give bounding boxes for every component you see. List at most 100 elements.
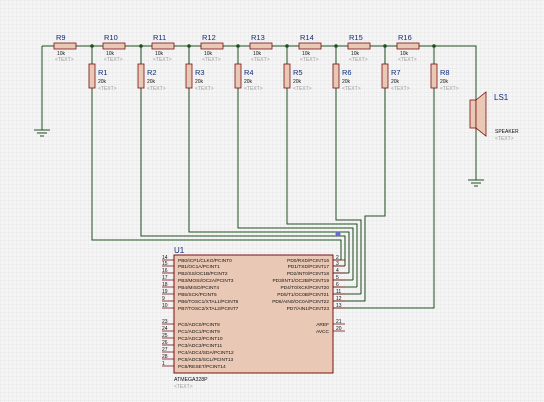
mcu-pin-name: PC2/ADC2/PCINT10 — [178, 336, 223, 342]
mcu-pin-number: 27 — [162, 347, 168, 353]
placeholder-r1: <TEXT> — [98, 86, 117, 92]
mcu-pin-number: 9 — [162, 296, 165, 302]
mcu-pin-name: PB1/OC1A/PCINT1 — [178, 264, 220, 270]
label-r8: R8 — [440, 68, 450, 77]
resistor-r7[interactable] — [381, 63, 389, 89]
placeholder-r14: <TEXT> — [300, 57, 319, 63]
label-r16: R16 — [398, 33, 412, 42]
placeholder-r8: <TEXT> — [440, 86, 459, 92]
label-r5: R5 — [293, 68, 303, 77]
speaker-type: SPEAKER — [495, 129, 519, 135]
ladder-wires — [91, 46, 435, 309]
speaker-ls1[interactable] — [469, 91, 487, 137]
mcu-pin-number: 2 — [336, 255, 339, 261]
ladder-values: 20k 20k 20k 20k 20k 20k 20k 20k — [98, 79, 449, 85]
value-r16: 10k — [400, 51, 409, 57]
label-r15: R15 — [349, 33, 363, 42]
mcu-pin-number: 25 — [162, 333, 168, 339]
resistor-r3[interactable] — [185, 63, 193, 89]
mcu-pin-name: PB4/MISO/PCINT4 — [178, 285, 219, 291]
label-r4: R4 — [244, 68, 254, 77]
mcu-pin-name: PD7/AIN1/PCINT23 — [287, 306, 330, 312]
resistor-r2[interactable] — [137, 63, 145, 89]
ladder-resistors — [88, 63, 438, 89]
mcu-pin-number: 5 — [336, 275, 339, 281]
mcu-part: ATMEGA328P — [174, 377, 208, 383]
mcu-pin-number: 19 — [162, 289, 168, 295]
resistor-r8[interactable] — [430, 63, 438, 89]
label-r13: R13 — [251, 33, 265, 42]
resistor-r1[interactable] — [88, 63, 96, 89]
mcu-pin-number: 1 — [162, 361, 165, 367]
mcu-pin-number: 26 — [162, 340, 168, 346]
mcu-pin-name: PB0/ICP1/CLKO/PCINT0 — [178, 258, 232, 264]
resistor-r4[interactable] — [234, 63, 242, 89]
value-r4: 20k — [244, 79, 253, 85]
placeholder-r5: <TEXT> — [293, 86, 312, 92]
label-r14: R14 — [300, 33, 314, 42]
value-r12: 10k — [204, 51, 213, 57]
mcu-pin-number: 16 — [162, 268, 168, 274]
mcu-pin-name: PB5/SCK/PCINT5 — [178, 292, 217, 298]
label-r7: R7 — [391, 68, 401, 77]
label-r3: R3 — [195, 68, 205, 77]
label-r10: R10 — [104, 33, 118, 42]
placeholder-r7: <TEXT> — [391, 86, 410, 92]
mcu-pin-number: 21 — [336, 319, 342, 325]
resistor-r16[interactable] — [396, 42, 420, 50]
mcu-pin-name: PB6/TOSC1/XTAL1/PCINT6 — [178, 299, 239, 305]
resistor-r11[interactable] — [151, 42, 175, 50]
mcu-pin-name: PC0/ADC0/PCINT8 — [178, 322, 220, 328]
placeholder-r10: <TEXT> — [104, 57, 123, 63]
mcu-pin-name: PB7/TOSC2/XTAL2/PCINT7 — [178, 306, 239, 312]
resistor-r9[interactable] — [53, 42, 77, 50]
label-r9: R9 — [56, 33, 66, 42]
mcu-pin-number: 12 — [336, 296, 342, 302]
mcu-placeholder: <TEXT> — [174, 384, 193, 390]
mcu-pin-name: PD0/RXD/PCINT16 — [287, 258, 329, 264]
value-r3: 20k — [195, 79, 204, 85]
mcu-pin-number: 13 — [336, 303, 342, 309]
mcu-pin-number: 14 — [162, 255, 168, 261]
placeholder-r16: <TEXT> — [398, 57, 417, 63]
mcu-body[interactable] — [173, 254, 334, 374]
label-r6: R6 — [342, 68, 352, 77]
value-r11: 10k — [155, 51, 164, 57]
resistor-r6[interactable] — [332, 63, 340, 89]
mcu-pin-name: AREF — [316, 322, 329, 328]
label-u1: U1 — [174, 246, 185, 255]
value-r13: 10k — [253, 51, 262, 57]
label-r2: R2 — [147, 68, 157, 77]
placeholder-r9: <TEXT> — [55, 57, 74, 63]
series-labels: R9 R10 R11 R12 R13 R14 R15 R16 — [56, 33, 412, 42]
resistor-r10[interactable] — [102, 42, 126, 50]
mcu-pin-name: PD4/T0/XCK/PCINT20 — [280, 285, 329, 291]
ladder-placeholders: <TEXT> <TEXT> <TEXT> <TEXT> <TEXT> <TEXT… — [98, 86, 459, 92]
resistor-r5[interactable] — [283, 63, 291, 89]
ground-icon — [34, 129, 50, 137]
resistor-r14[interactable] — [298, 42, 322, 50]
placeholder-r12: <TEXT> — [202, 57, 221, 63]
value-r6: 20k — [342, 79, 351, 85]
mcu-pin-number: 6 — [336, 282, 339, 288]
mcu-pin-name: PC3/ADC3/PCINT11 — [178, 343, 222, 349]
resistor-r12[interactable] — [200, 42, 224, 50]
mcu-pin-name: PB3/MOSI/OC2A/PCINT3 — [178, 278, 234, 284]
label-r12: R12 — [202, 33, 216, 42]
mcu-pin-number: 23 — [162, 319, 168, 325]
placeholder-r3: <TEXT> — [195, 86, 214, 92]
placeholder-r15: <TEXT> — [349, 57, 368, 63]
value-r5: 20k — [293, 79, 302, 85]
series-placeholders: <TEXT> <TEXT> <TEXT> <TEXT> <TEXT> <TEXT… — [55, 57, 417, 63]
series-values: 10k 10k 10k 10k 10k 10k 10k 10k — [57, 51, 409, 57]
value-r10: 10k — [106, 51, 115, 57]
resistor-r13[interactable] — [249, 42, 273, 50]
mcu-pin-number: 28 — [162, 354, 168, 360]
placeholder-r4: <TEXT> — [244, 86, 263, 92]
resistor-r15[interactable] — [347, 42, 371, 50]
value-r9: 10k — [57, 51, 66, 57]
mcu-pin-name: PD1/TXD/PCINT17 — [288, 264, 330, 270]
mcu-pin-number: 24 — [162, 326, 168, 332]
speaker-placeholder: <TEXT> — [495, 136, 514, 142]
